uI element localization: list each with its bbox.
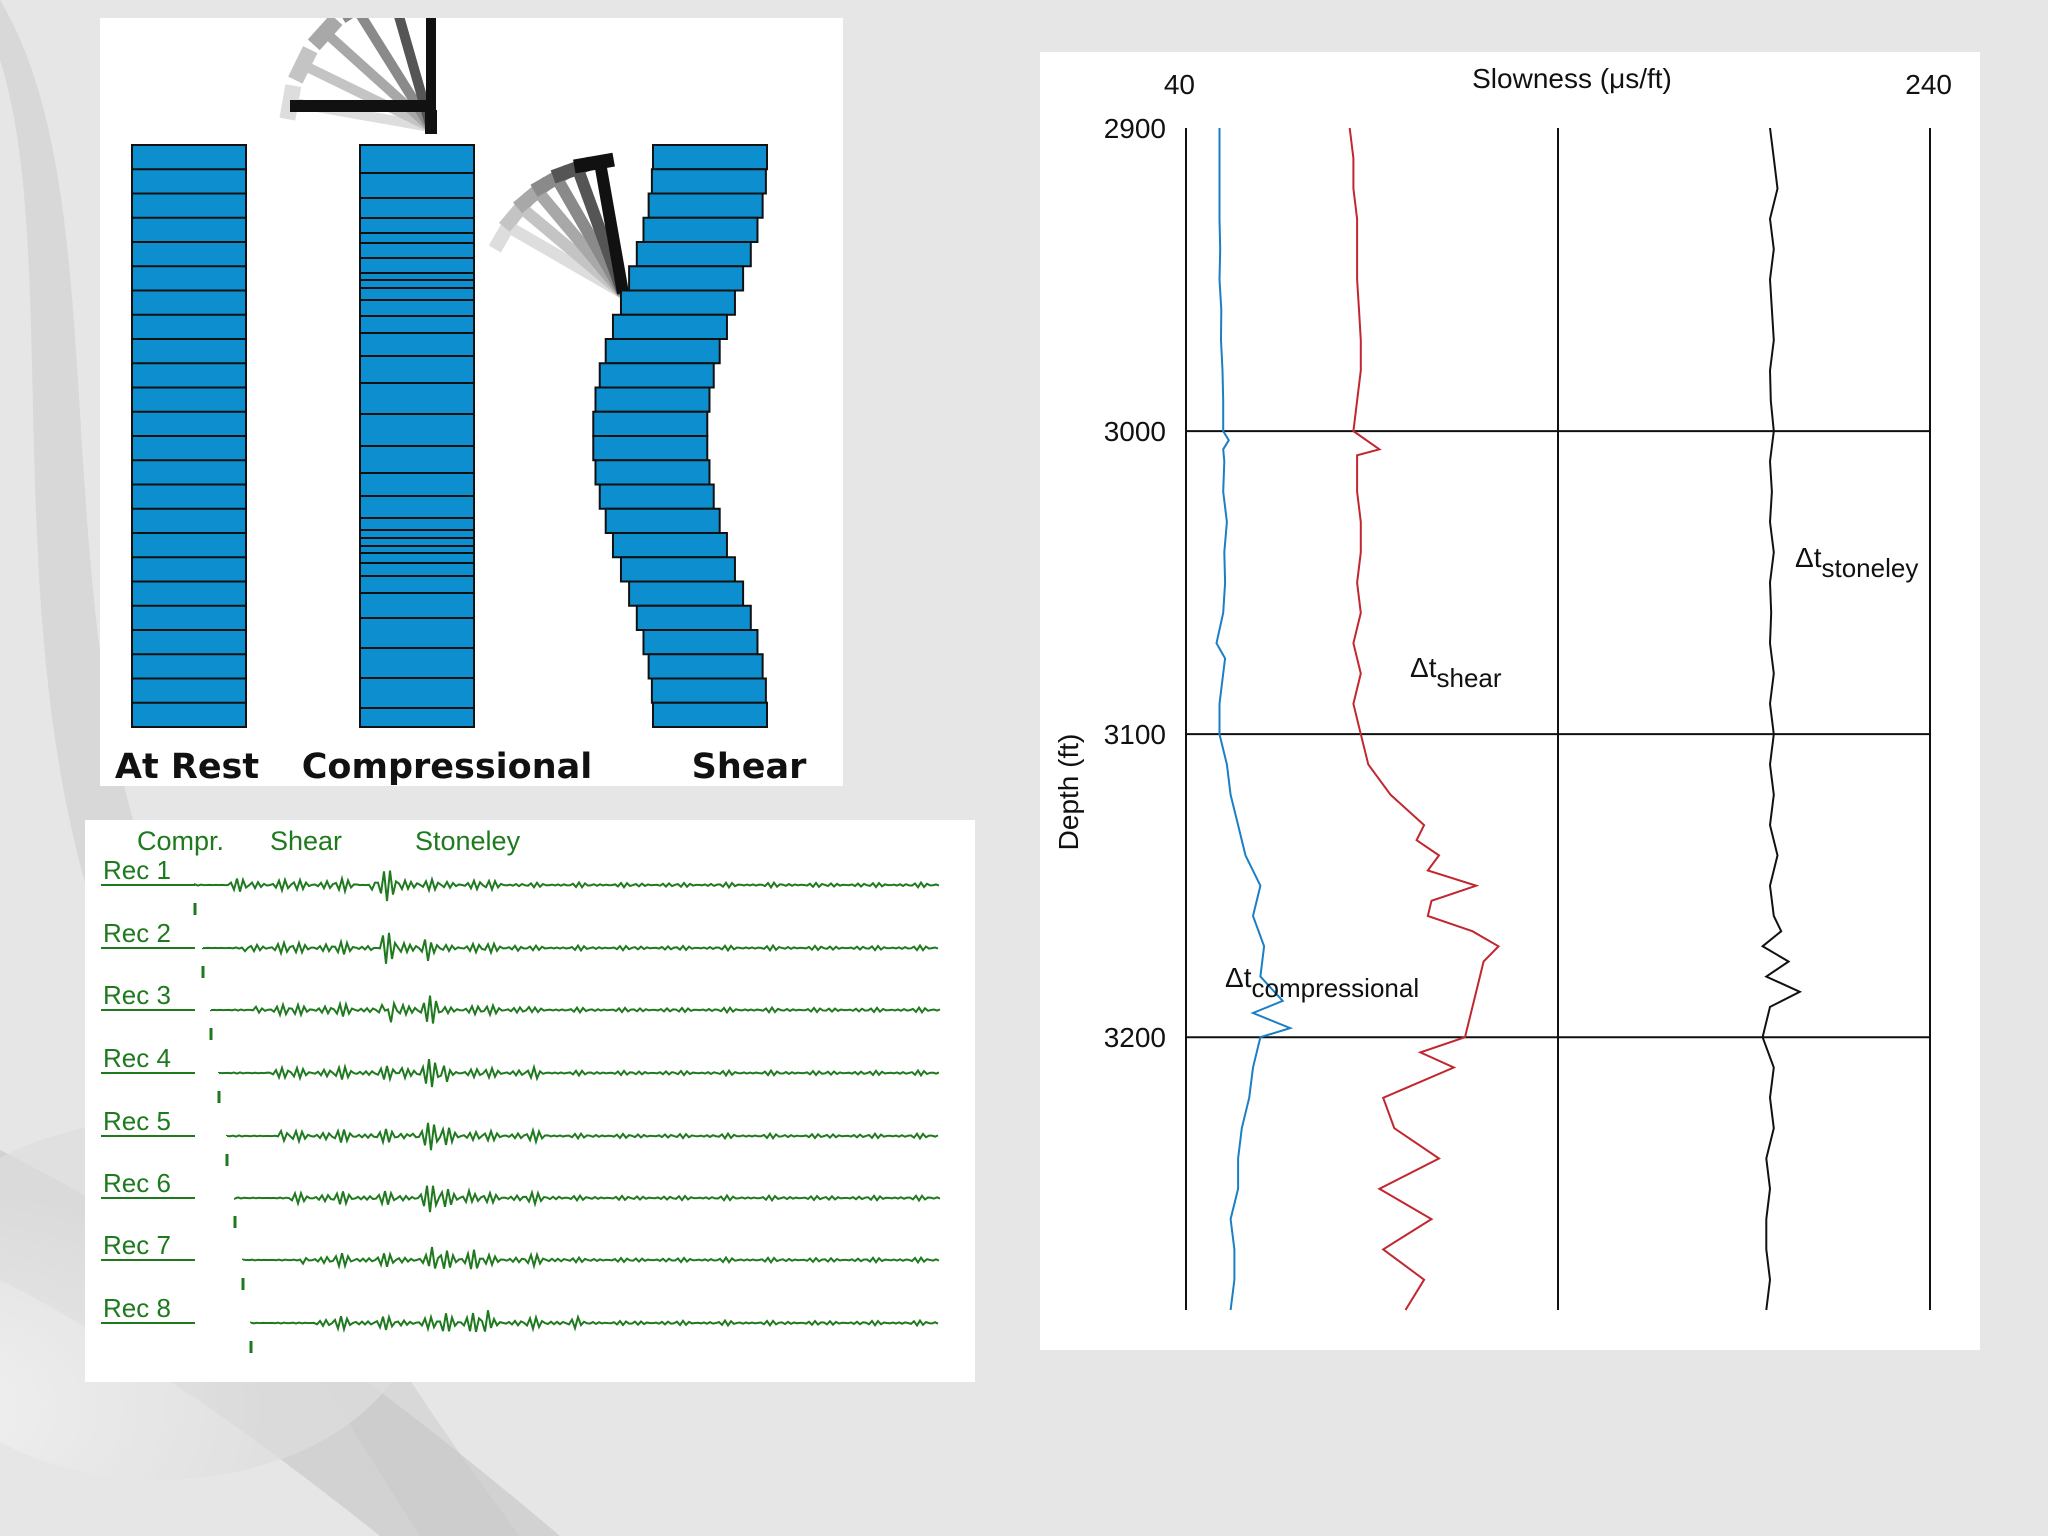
shear-block	[628, 265, 745, 292]
shear-block	[628, 580, 745, 607]
trace-row: Rec 6	[101, 1168, 941, 1228]
at-rest-label: At Rest	[115, 747, 259, 786]
curve-label-sub: stoneley	[1821, 553, 1918, 583]
log-curve	[1348, 127, 1501, 1311]
wave-types-diagram: At Rest Compressional Shear	[115, 18, 807, 786]
hammer-handle	[290, 100, 430, 112]
waveform-trace	[218, 1058, 940, 1088]
shear-block	[647, 653, 764, 680]
x-tick-max: 240	[1905, 69, 1952, 100]
y-tick-label: 3100	[1104, 719, 1166, 750]
shear-block	[594, 459, 711, 486]
x-tick-min: 40	[1164, 69, 1195, 100]
stoneley-header: Stoneley	[415, 826, 521, 856]
trace-row: Rec 7	[101, 1230, 940, 1290]
shear-block	[652, 144, 768, 171]
trace-row: Rec 5	[101, 1106, 939, 1166]
hammer-icon	[426, 18, 436, 128]
log-curves	[1215, 127, 1803, 1311]
hammer-head	[425, 110, 437, 134]
shear-block	[652, 701, 768, 728]
receiver-label: Rec 8	[103, 1293, 171, 1323]
receiver-label: Rec 2	[103, 918, 171, 948]
shear-block	[598, 362, 715, 389]
curve-label-main: Δt	[1795, 542, 1822, 573]
shear-block	[611, 313, 728, 340]
waveform-trace	[250, 1310, 939, 1334]
curve-label: Δtcompressional	[1225, 962, 1419, 1003]
trace-row: Rec 2	[101, 918, 939, 978]
shear-block	[650, 168, 767, 195]
compressional-label: Compressional	[302, 747, 593, 786]
shear-label: Shear	[692, 747, 807, 786]
trace-row: Rec 8	[101, 1293, 939, 1353]
shear-block	[604, 338, 721, 365]
curve-label-main: Δt	[1225, 962, 1252, 993]
y-tick-labels: 2900 3000 3100 3200	[1104, 113, 1166, 1053]
receiver-label: Rec 5	[103, 1106, 171, 1136]
shear-header: Shear	[270, 826, 342, 856]
shear-block	[635, 604, 752, 631]
shear-block	[592, 435, 709, 462]
receiver-label: Rec 7	[103, 1230, 171, 1260]
curve-label: Δtstoneley	[1795, 542, 1918, 583]
shear-block	[598, 483, 715, 510]
shear-block	[592, 410, 709, 437]
hammer-icon	[288, 46, 433, 132]
shear-block	[647, 192, 764, 219]
receiver-label: Rec 6	[103, 1168, 171, 1198]
receiver-label: Rec 4	[103, 1043, 171, 1073]
log-curve	[1760, 127, 1803, 1311]
compr-header: Compr.	[137, 826, 224, 856]
slowness-log-chart: 40 240 Slowness (μs/ft) Depth (ft) 2900 3…	[1053, 63, 1952, 1311]
y-axis-label: Depth (ft)	[1053, 734, 1084, 851]
x-axis-label: Slowness (μs/ft)	[1472, 63, 1672, 94]
receiver-label: Rec 3	[103, 980, 171, 1010]
waveform-trace	[202, 932, 939, 964]
curve-label: Δtshear	[1410, 652, 1502, 693]
shear-block	[642, 629, 759, 656]
hammer-icon	[387, 18, 436, 130]
trace-row: Rec 1	[101, 855, 940, 915]
shear-block	[604, 507, 721, 534]
shear-block	[650, 677, 767, 704]
shear-block	[619, 556, 736, 583]
trace-row: Rec 4	[101, 1043, 940, 1103]
log-grid	[1185, 128, 1931, 1310]
slowness-log-panel: 40 240 Slowness (μs/ft) Depth (ft) 2900 3…	[1040, 52, 1980, 1350]
curve-label-sub: compressional	[1251, 973, 1419, 1003]
shear-column	[592, 144, 768, 728]
log-curve	[1215, 128, 1294, 1311]
curve-label-main: Δt	[1410, 652, 1437, 683]
receiver-label: Rec 1	[103, 855, 171, 885]
y-tick-label: 2900	[1104, 113, 1166, 144]
waveform-trace	[210, 995, 941, 1024]
receiver-traces: Rec 1 Rec 2 Rec 3 Rec 4 Rec 5 Rec 6 Rec 7 Rec 8	[101, 855, 941, 1353]
hammer-icon	[573, 152, 629, 295]
waveform-trace	[242, 1246, 940, 1270]
y-tick-label: 3200	[1104, 1022, 1166, 1053]
hammer-icon	[336, 18, 436, 131]
compressional-column	[359, 144, 475, 728]
shear-block	[619, 289, 736, 316]
waveform-trace	[234, 1185, 941, 1213]
y-tick-label: 3000	[1104, 416, 1166, 447]
shear-block	[642, 216, 759, 243]
wave-types-panel: At Rest Compressional Shear	[100, 18, 843, 786]
shear-block	[611, 532, 728, 559]
shear-block	[635, 241, 752, 268]
hammer-icons	[279, 18, 629, 299]
at-rest-column	[131, 144, 247, 728]
waveform-trace	[194, 870, 940, 902]
curve-label-sub: shear	[1436, 663, 1501, 693]
trace-row: Rec 3	[101, 980, 941, 1040]
shear-block	[594, 386, 711, 413]
waveform-trace	[226, 1122, 939, 1151]
